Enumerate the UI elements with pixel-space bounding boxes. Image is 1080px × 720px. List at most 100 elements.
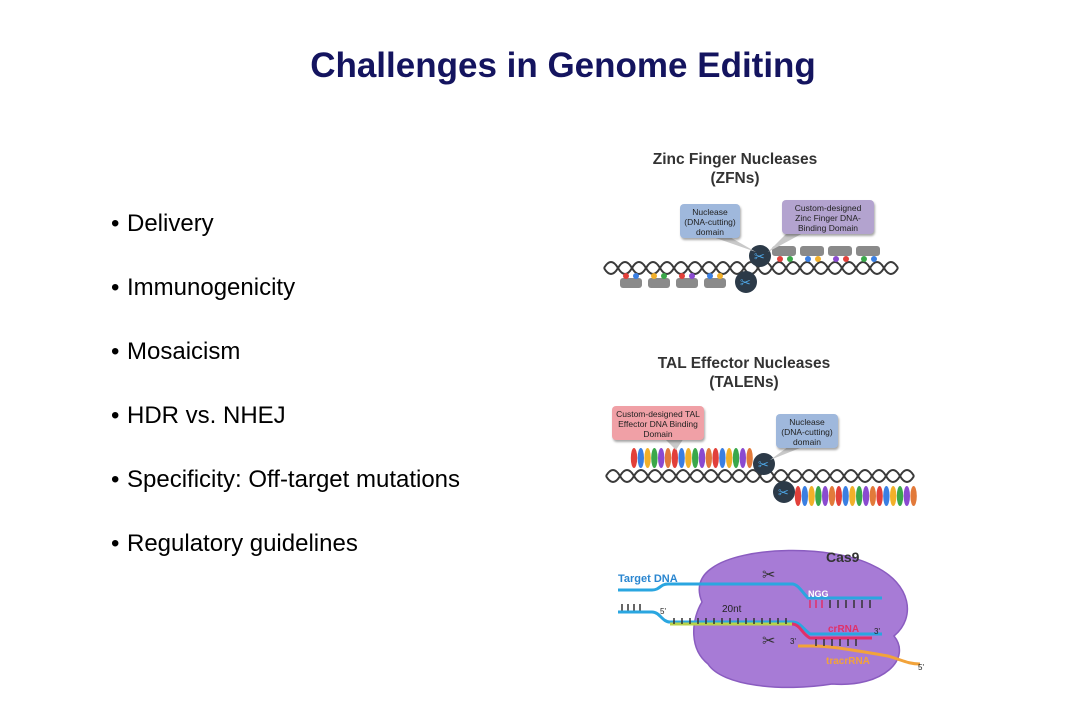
- target-dna-label: Target DNA: [618, 573, 678, 585]
- tal-repeat: [746, 448, 753, 468]
- tal-repeat: [664, 448, 672, 468]
- tal-repeat: [856, 486, 863, 506]
- tal-repeat: [630, 448, 638, 468]
- bullet-marker: •: [111, 338, 120, 365]
- bullet-item: • Regulatory guidelines: [111, 525, 460, 589]
- nuclease-domain: [749, 245, 771, 267]
- tal-repeat: [862, 486, 870, 506]
- tal-repeat: [692, 448, 699, 468]
- tal-repeat: [842, 486, 849, 506]
- three-prime-label: 3': [790, 637, 796, 646]
- tal-repeat: [890, 486, 897, 506]
- tal-repeat: [658, 448, 665, 468]
- cas9-protein: [693, 549, 909, 689]
- tal-repeat: [739, 448, 746, 468]
- tal-repeat: [828, 486, 836, 506]
- zfn-figure: Zinc Finger Nucleases (ZFNs): [600, 148, 910, 298]
- bullet-text: Immunogenicity: [127, 274, 296, 301]
- bullet-text: Specificity: Off-target mutations: [127, 466, 461, 493]
- tal-repeat: [815, 486, 822, 506]
- bullet-text: HDR vs. NHEJ: [127, 402, 286, 429]
- tal-repeat: [712, 448, 719, 468]
- dna-ticks-right: [829, 600, 871, 608]
- talen-title: TAL Effector Nucleases (TALENs): [644, 354, 844, 392]
- tal-repeat: [678, 448, 685, 468]
- scissors-icon: ✂: [762, 633, 775, 650]
- tracrrna-label: tracrRNA: [826, 656, 870, 667]
- bullet-item: • Specificity: Off-target mutations: [111, 461, 460, 525]
- cas9-diagram: Cas9 Target DNA NGG 20nt 5': [618, 549, 924, 689]
- pam-label: NGG: [808, 589, 829, 599]
- tal-repeat: [651, 448, 658, 468]
- spacer-label: 20nt: [722, 604, 742, 615]
- bullet-marker: •: [111, 402, 120, 429]
- bullet-item: • Delivery: [111, 205, 460, 269]
- nuclease-domain: [753, 453, 775, 475]
- scissors-icon: ✂: [740, 275, 751, 290]
- tal-repeat-array-left: [630, 448, 753, 468]
- talen-title-line2: (TALENs): [709, 374, 779, 391]
- crrna-label: crRNA: [828, 624, 859, 635]
- dna-ticks-left: [621, 604, 641, 611]
- bullet-marker: •: [111, 210, 120, 237]
- tal-repeat: [726, 448, 733, 468]
- bullet-text: Mosaicism: [127, 338, 241, 365]
- slide-title: Challenges in Genome Editing: [310, 46, 816, 85]
- bullet-item: • Immunogenicity: [111, 269, 460, 333]
- cas9-figure: Cas9 Target DNA NGG 20nt 5': [612, 548, 932, 694]
- tal-repeat-array-right: [794, 486, 917, 506]
- zfn-title: Zinc Finger Nucleases (ZFNs): [630, 150, 840, 188]
- tal-repeat: [705, 448, 712, 468]
- three-prime-label: 3': [874, 627, 880, 636]
- zfn-diagram: ✂ ✂: [603, 232, 899, 293]
- tal-repeat: [883, 486, 890, 506]
- tal-repeat: [822, 486, 829, 506]
- tal-repeat: [869, 486, 876, 506]
- zfn-nuclease-callout: Nuclease (DNA-cutting) domain: [680, 204, 740, 238]
- cas9-label: Cas9: [826, 549, 860, 565]
- tal-repeat: [719, 448, 726, 468]
- bullet-text: Regulatory guidelines: [127, 530, 358, 557]
- tal-repeat: [910, 486, 917, 506]
- nuclease-domain: [773, 481, 795, 503]
- tal-repeat: [732, 448, 740, 468]
- bullet-item: • Mosaicism: [111, 333, 460, 397]
- bullet-marker: •: [111, 466, 120, 493]
- tal-repeat: [637, 448, 644, 468]
- spacer-ticks: [673, 618, 787, 624]
- tal-repeat: [835, 486, 842, 506]
- tal-repeat: [801, 486, 808, 506]
- zfn-binding-callout: Custom-designed Zinc Finger DNA-Binding …: [782, 200, 874, 234]
- bullet-marker: •: [111, 530, 120, 557]
- tal-repeat: [808, 486, 815, 506]
- scissors-icon: ✂: [778, 485, 789, 500]
- talen-nuclease-callout: Nuclease (DNA-cutting) domain: [776, 414, 838, 448]
- five-prime-label: 5': [660, 607, 666, 616]
- tal-repeat: [685, 448, 692, 468]
- zinc-finger-array-left: [620, 273, 726, 288]
- bullet-list: • Delivery • Immunogenicity • Mosaicism • HD…: [111, 205, 460, 589]
- zfn-title-line2: (ZFNs): [710, 170, 760, 187]
- bullet-item: • HDR vs. NHEJ: [111, 397, 460, 461]
- tal-repeat: [896, 486, 904, 506]
- tal-repeat: [644, 448, 651, 468]
- tal-repeat: [876, 486, 883, 506]
- pam-ticks: [809, 600, 823, 608]
- zfn-title-line1: Zinc Finger Nucleases: [652, 151, 818, 168]
- tal-repeat: [671, 448, 678, 468]
- scissors-icon: ✂: [762, 567, 775, 584]
- scissors-icon: ✂: [754, 249, 765, 264]
- zinc-finger-array-right: [772, 246, 880, 262]
- tal-repeat: [794, 486, 802, 506]
- bullet-marker: •: [111, 274, 120, 301]
- tal-repeat: [698, 448, 706, 468]
- five-prime-label: 5': [918, 663, 924, 672]
- tal-repeat: [849, 486, 856, 506]
- talen-diagram: ✂ ✂: [605, 438, 917, 506]
- bullet-text: Delivery: [127, 210, 214, 237]
- scissors-icon: ✂: [758, 457, 769, 472]
- nuclease-domain: [735, 271, 757, 293]
- tracr-ticks: [815, 639, 857, 646]
- talen-title-line1: TAL Effector Nucleases: [657, 355, 831, 372]
- talen-figure: TAL Effector Nucleases (TALENs) ✂ ✂ Cust…: [604, 352, 926, 518]
